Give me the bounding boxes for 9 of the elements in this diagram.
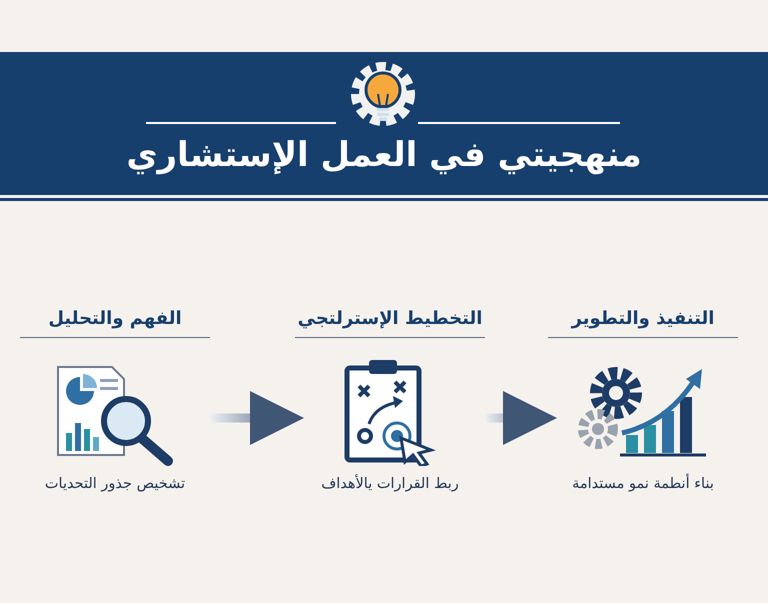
step-heading: الفهم والتحليل — [20, 308, 210, 338]
arrow — [210, 391, 304, 445]
title: منهجيتي في العمل الإستشاري — [125, 135, 643, 175]
step-heading: التنفيذ والتطوير — [548, 308, 738, 338]
step-description: بناء أنطمة نمو مستدامة — [548, 476, 738, 492]
step-description: ربط القرارات يالأهداف — [320, 476, 460, 492]
step-heading: التخطيط الإسترلتجي — [295, 308, 485, 338]
arrow — [485, 391, 557, 445]
step-description: تشخيص جذور التحديات — [44, 476, 186, 492]
